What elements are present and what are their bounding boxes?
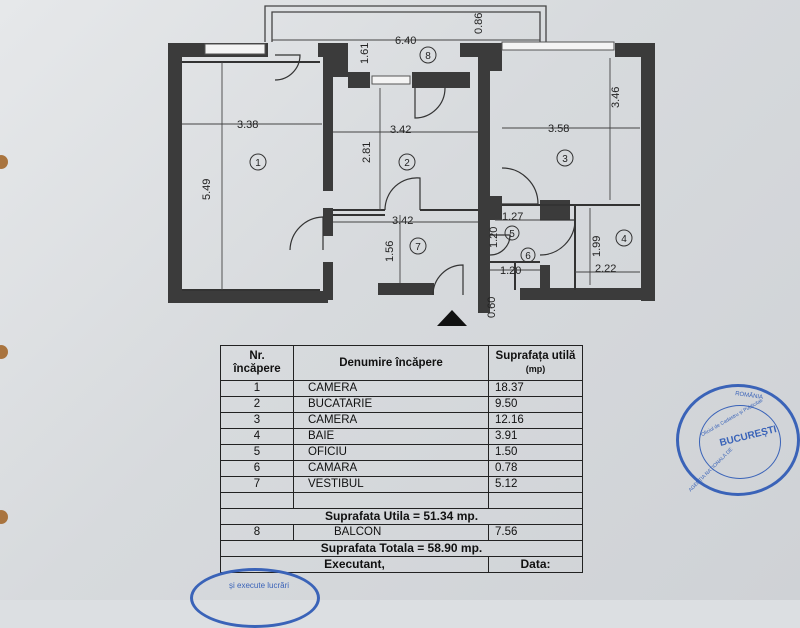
dim-label: 6.40 xyxy=(395,35,416,47)
entrance-arrow-icon xyxy=(437,310,467,326)
executant-label: Executant, xyxy=(220,556,489,573)
cell-name: OFICIU xyxy=(293,444,489,461)
header-name: Denumire încăpere xyxy=(293,345,489,381)
floor-plan: 3.38 5.49 3.42 2.81 3.58 3.46 3.42 1.56 … xyxy=(168,5,655,326)
cell-area: 5.12 xyxy=(488,476,583,493)
room-number: 3 xyxy=(562,154,568,165)
cell-name: BALCON xyxy=(293,524,489,541)
header-area: Suprafața utilă (mp) xyxy=(488,345,583,381)
room-number: 8 xyxy=(425,51,431,62)
dimension-lines xyxy=(182,39,640,290)
dim-label: 3.38 xyxy=(237,119,258,131)
dim-label: 0.60 xyxy=(486,297,498,318)
sum-row: Suprafata Utila = 51.34 mp. xyxy=(220,508,583,525)
dim-label: 1.99 xyxy=(591,236,603,257)
cell-name: BUCATARIE xyxy=(293,396,489,413)
windows xyxy=(204,41,615,85)
dim-label: 3.42 xyxy=(390,124,411,136)
cell-nr: 2 xyxy=(220,396,294,413)
dim-label: 1.27 xyxy=(502,211,523,223)
header-nr: Nr. încăpere xyxy=(220,345,294,381)
room-number: 5 xyxy=(509,229,515,240)
suprafata-totala: Suprafata Totala = 58.90 mp. xyxy=(220,540,583,557)
binder-hole xyxy=(0,510,8,524)
cell-area: 9.50 xyxy=(488,396,583,413)
dim-label: 3.58 xyxy=(548,123,569,135)
binder-hole xyxy=(0,345,8,359)
total-row: Suprafata Totala = 58.90 mp. xyxy=(220,540,583,557)
cell-name: VESTIBUL xyxy=(293,476,489,493)
cell-nr: 3 xyxy=(220,412,294,429)
room-markers xyxy=(249,46,633,263)
cell-area: 18.37 xyxy=(488,380,583,397)
dim-label: 1.61 xyxy=(359,43,371,64)
cell-nr: 7 xyxy=(220,476,294,493)
dim-label: 5.49 xyxy=(201,179,213,200)
cell-name: CAMERA xyxy=(293,380,489,397)
rooms-table: Nr. încăpere Denumire încăpere Suprafața… xyxy=(220,345,583,573)
dim-label: 0.86 xyxy=(473,13,485,34)
cell-area: 12.16 xyxy=(488,412,583,429)
cell-name: CAMERA xyxy=(293,412,489,429)
executant-stamp: și execute lucrări xyxy=(190,568,320,628)
cell-area: 7.56 xyxy=(488,524,583,541)
door-swings xyxy=(274,54,576,296)
balcony-outline xyxy=(264,5,547,42)
header-area-label: Suprafața utilă xyxy=(495,350,576,362)
room-number: 7 xyxy=(415,242,421,253)
cell-nr: 6 xyxy=(220,460,294,477)
cell-nr: 8 xyxy=(220,524,294,541)
cell-area: 3.91 xyxy=(488,428,583,445)
room-number: 6 xyxy=(525,251,531,262)
dim-label: 3.42 xyxy=(392,215,413,227)
cell-name: BAIE xyxy=(293,428,489,445)
inner-walls xyxy=(182,61,640,291)
stamp-inner-ring xyxy=(699,405,781,479)
dim-label: 1.20 xyxy=(500,265,521,277)
cell-name: CAMARA xyxy=(293,460,489,477)
cell-area: 0.78 xyxy=(488,460,583,477)
dim-label: 1.20 xyxy=(488,227,500,248)
table-row-empty xyxy=(220,492,583,509)
binder-hole xyxy=(0,155,8,169)
official-stamp: ROMÂNIA AGENȚIA NAȚIONALĂ DE CADASTRU ȘI… xyxy=(676,384,800,496)
room-number: 2 xyxy=(404,158,410,169)
dim-label: 3.46 xyxy=(610,87,622,108)
cell-nr: 4 xyxy=(220,428,294,445)
walls xyxy=(168,43,655,313)
dim-label: 1.56 xyxy=(384,241,396,262)
table-header: Nr. încăpere Denumire încăpere Suprafața… xyxy=(220,345,583,381)
data-label: Data: xyxy=(488,556,583,573)
cell-nr: 5 xyxy=(220,444,294,461)
dim-label: 2.22 xyxy=(595,263,616,275)
suprafata-utila: Suprafata Utila = 51.34 mp. xyxy=(220,508,583,525)
room-number: 1 xyxy=(255,158,261,169)
stamp-bottom-text: și execute lucrări xyxy=(229,581,290,590)
signature-row: Executant, Data: xyxy=(220,556,583,573)
dim-label: 2.81 xyxy=(361,142,373,163)
cell-area: 1.50 xyxy=(488,444,583,461)
header-area-unit: (mp) xyxy=(525,364,546,374)
cell-nr: 1 xyxy=(220,380,294,397)
room-number: 4 xyxy=(621,234,627,245)
